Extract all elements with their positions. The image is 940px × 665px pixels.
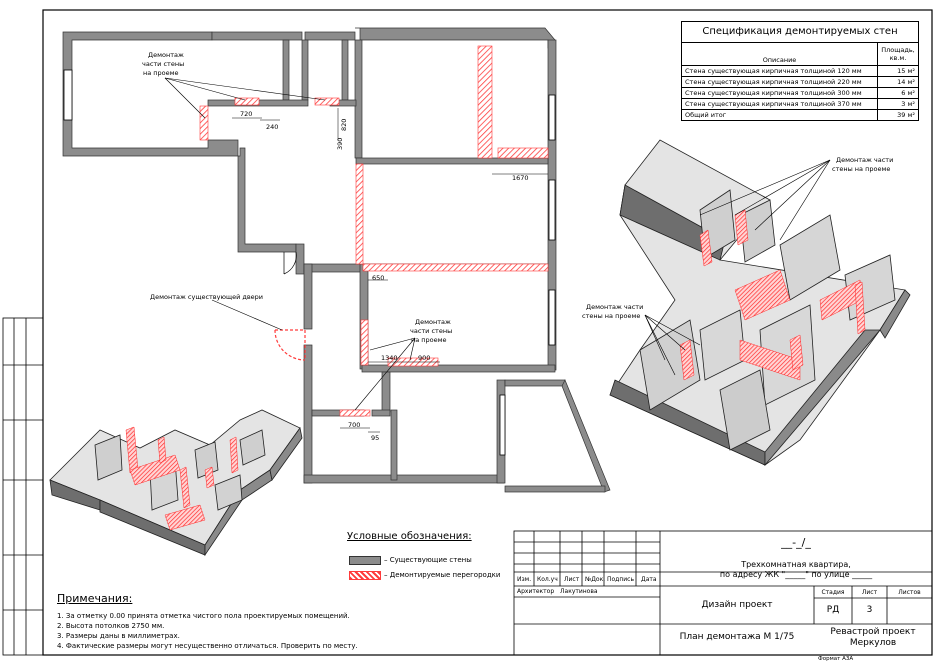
demolish-segment-2 (234, 97, 260, 106)
annot-door: Демонтаж существующей двери (150, 293, 263, 301)
tb-format: Формат А3А (818, 656, 854, 662)
specification-title: Спецификация демонтируемых стен (681, 21, 919, 42)
existing-door-arc (283, 251, 297, 275)
iso-left-walls (49, 409, 303, 557)
demolish-segment-5 (497, 147, 549, 159)
tb-sheet-value: 3 (866, 605, 873, 615)
tb-header-list: Лист (564, 576, 580, 583)
annot-mid-2: части стены (410, 327, 452, 335)
dim-1670: 1670 (512, 174, 529, 182)
legend: Условные обозначения: (347, 531, 472, 542)
spec-row: Стена существующая кирпичная толщиной 30… (681, 87, 919, 99)
iso-left-demolish (125, 426, 239, 531)
tb-project-line: Трехкомнатная квартира, (741, 560, 851, 569)
dim-700: 700 (348, 421, 360, 429)
tb-design-label: Дизайн проект (701, 600, 773, 610)
left-stamp-grid (2, 317, 44, 656)
tb-company: Ревастрой проект Меркулов (814, 627, 932, 649)
note-item: 3. Размеры даны в миллиметрах. (57, 632, 180, 640)
dim-240: 240 (266, 123, 278, 131)
tb-header-date: Дата (641, 576, 657, 583)
spec-row: Стена существующая кирпичная толщиной 22… (681, 76, 919, 88)
tb-header-koluch: Кол.уч (537, 576, 558, 583)
legend-label-existing: – Существующие стены (384, 556, 472, 564)
demolish-segment-6 (355, 163, 364, 265)
spec-total-value: 39 м² (877, 109, 919, 121)
iso-right-demolish (679, 209, 866, 381)
dim-650: 650 (372, 274, 384, 282)
dim-820: 820 (340, 119, 348, 131)
tb-header-izm: Изм. (517, 576, 532, 583)
tb-company-line: Ревастрой проект (830, 627, 916, 637)
note-item: 4. Фактические размеры могут несуществен… (57, 642, 358, 650)
dimension-labels: 720 240 820 390 1670 650 1340 900 700 95 (240, 110, 529, 442)
demolish-partitions (199, 45, 549, 417)
annot-top-2: части стены (142, 60, 184, 68)
legend-label-demolish: – Демонтируемые перегородки (384, 571, 501, 579)
tb-stage-value: РД (826, 605, 840, 615)
tb-project-line: по адресу ЖК "_____" по улице _____ (719, 570, 873, 579)
tb-sheet-title: План демонтажа М 1/75 (679, 632, 795, 642)
dimension-lines (232, 108, 548, 433)
tb-code: __-_/_ (781, 536, 811, 549)
demolish-segment-4 (477, 45, 493, 159)
dim-720: 720 (240, 110, 252, 118)
annot-mid-1: Демонтаж (415, 318, 451, 326)
leader-lines (164, 77, 416, 411)
spec-header-row: Описание Площадь, кв.м. (681, 42, 919, 66)
tb-header-sign: Подпись (607, 576, 634, 583)
specification-table: Спецификация демонтируемых стен Описание… (681, 21, 919, 121)
iso-annot-top-1: Демонтаж части (836, 156, 893, 164)
demolish-segment-7 (362, 263, 549, 272)
notes-title: Примечания: (57, 592, 133, 605)
iso-annot-left-2: стены на проеме (582, 312, 640, 320)
iso-right-labels: Демонтаж части стены на проеме Демонтаж … (582, 156, 893, 320)
tb-role-architect: Архитектор (517, 588, 555, 595)
plan-annotations: Демонтаж части стены на проеме Демонтаж … (142, 51, 452, 344)
spec-row: Стена существующая кирпичная толщиной 12… (681, 65, 919, 77)
notes: Примечания: 1. За отметку 0.00 принята о… (57, 592, 358, 651)
iso-annot-top-2: стены на проеме (832, 165, 890, 173)
dim-95: 95 (371, 434, 379, 442)
legend-title: Условные обозначения: (347, 531, 472, 542)
dim-900: 900 (418, 354, 430, 362)
demolish-segment-1 (199, 105, 209, 141)
annot-top-1: Демонтаж (148, 51, 184, 59)
windows (63, 69, 556, 456)
legend-swatch-demolish (349, 571, 381, 580)
tb-company-line: Меркулов (849, 638, 897, 648)
tb-project-title: Трехкомнатная квартира, по адресу ЖК "__… (660, 560, 932, 580)
demolish-segment-8 (360, 319, 369, 366)
note-item: 1. За отметку 0.00 принята отметка чисто… (57, 612, 350, 620)
demolish-segment-3 (314, 97, 340, 106)
demolish-door (274, 329, 306, 361)
spec-col-description: Описание (681, 42, 878, 66)
tb-stage-header: Стадия (821, 589, 845, 596)
tb-sheets-header: Листов (898, 589, 921, 596)
annot-top-3: на проеме (143, 69, 179, 77)
tb-header-doc: №Док. (585, 576, 606, 583)
dim-390: 390 (336, 138, 344, 150)
dim-1340: 1340 (381, 354, 398, 362)
note-item: 2. Высота потолков 2750 мм. (57, 622, 165, 630)
iso-annot-left-1: Демонтаж части (586, 303, 643, 311)
iso-right-leaders (644, 159, 831, 376)
annot-mid-3: на проеме (411, 336, 447, 344)
legend-swatch-existing (349, 556, 381, 565)
tb-architect-name: Лакутинова (560, 588, 598, 595)
tb-sheet-header: Лист (861, 589, 878, 596)
spec-total-row: Общий итог 39 м² (681, 109, 919, 121)
